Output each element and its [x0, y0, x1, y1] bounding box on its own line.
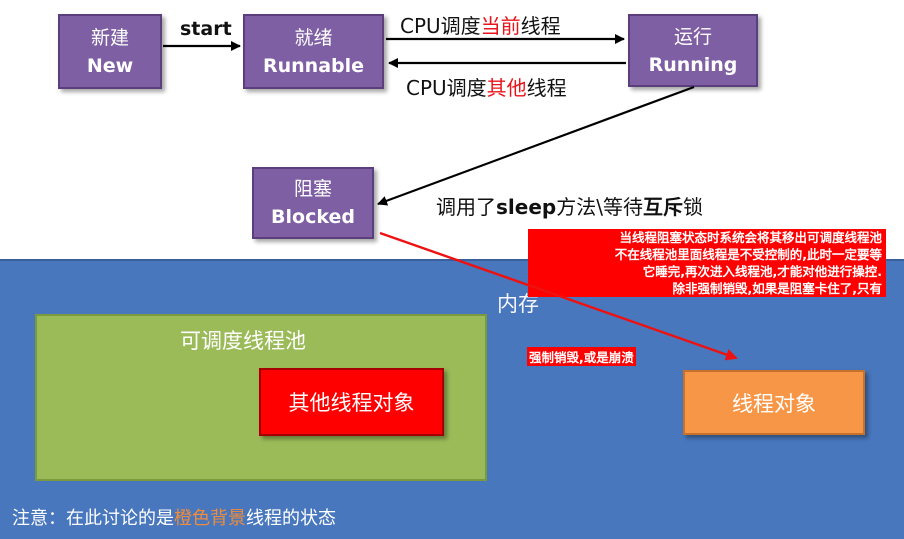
- edge-label-cpu-other: CPU调度其他线程: [406, 72, 567, 101]
- note-line-4: 除非强制销毁,如果是阻塞卡住了,只有: [670, 281, 884, 296]
- sleep-method: sleep: [496, 195, 557, 219]
- edge-label-cpu-current: CPU调度当前线程: [400, 10, 561, 39]
- state-running-en: Running: [648, 53, 738, 76]
- thread-object-label: 线程对象: [732, 391, 816, 416]
- cpu-other-highlight: 其他: [486, 76, 527, 100]
- cpu-other-prefix: CPU调度: [406, 76, 487, 100]
- footer-prefix: 注意：在此讨论的是: [12, 508, 174, 529]
- sleep-suffix: 锁: [682, 195, 703, 219]
- state-new-zh: 新建: [90, 26, 129, 49]
- footer-highlight: 橙色背景: [174, 508, 246, 529]
- state-runnable-en: Runnable: [262, 54, 365, 77]
- note-line-3: 它睡完,再次进入线程池,才能对他进行操控.: [640, 264, 884, 279]
- thread-object-box: 线程对象: [683, 370, 865, 435]
- state-blocked: 阻塞 Blocked: [252, 167, 374, 239]
- edge-label-start: start: [180, 18, 232, 40]
- other-thread-objects-label: 其他线程对象: [288, 391, 415, 415]
- arrow-running-to-blocked: [377, 85, 695, 206]
- state-running: 运行 Running: [628, 14, 758, 87]
- sleep-mutex: 互斥: [642, 195, 683, 219]
- sleep-prefix: 调用了: [436, 195, 496, 219]
- note-line-2: 不在线程池里面线程是不受控制的,此时一定要等: [612, 247, 884, 262]
- cpu-current-prefix: CPU调度: [400, 14, 481, 38]
- sleep-middle: 方法\等待: [556, 195, 643, 219]
- state-running-zh: 运行: [673, 25, 712, 48]
- state-new: 新建 New: [58, 14, 162, 89]
- state-new-en: New: [86, 54, 134, 77]
- cpu-current-suffix: 线程: [520, 14, 561, 38]
- state-blocked-en: Blocked: [271, 206, 355, 228]
- edge-label-sleep: 调用了sleep方法\等待互斥锁: [436, 191, 703, 220]
- note-line-1: 当线程阻塞状态时系统会将其移出可调度线程池: [617, 230, 884, 245]
- state-runnable-zh: 就绪: [294, 26, 333, 49]
- thread-pool-title: 可调度线程池: [180, 329, 306, 353]
- footer-suffix: 线程的状态: [246, 508, 336, 529]
- blocked-note: 当线程阻塞状态时系统会将其移出可调度线程池 不在线程池里面线程是不受控制的,此时…: [528, 229, 886, 297]
- edge-label-kill: 强制销毁,或是崩溃: [527, 347, 636, 366]
- cpu-other-suffix: 线程: [526, 76, 567, 100]
- state-blocked-zh: 阻塞: [293, 178, 332, 200]
- state-runnable: 就绪 Runnable: [243, 14, 384, 89]
- footer-note: 注意：在此讨论的是橙色背景线程的状态: [12, 504, 336, 530]
- other-thread-objects-box: 其他线程对象: [259, 368, 444, 436]
- cpu-current-highlight: 当前: [480, 14, 521, 38]
